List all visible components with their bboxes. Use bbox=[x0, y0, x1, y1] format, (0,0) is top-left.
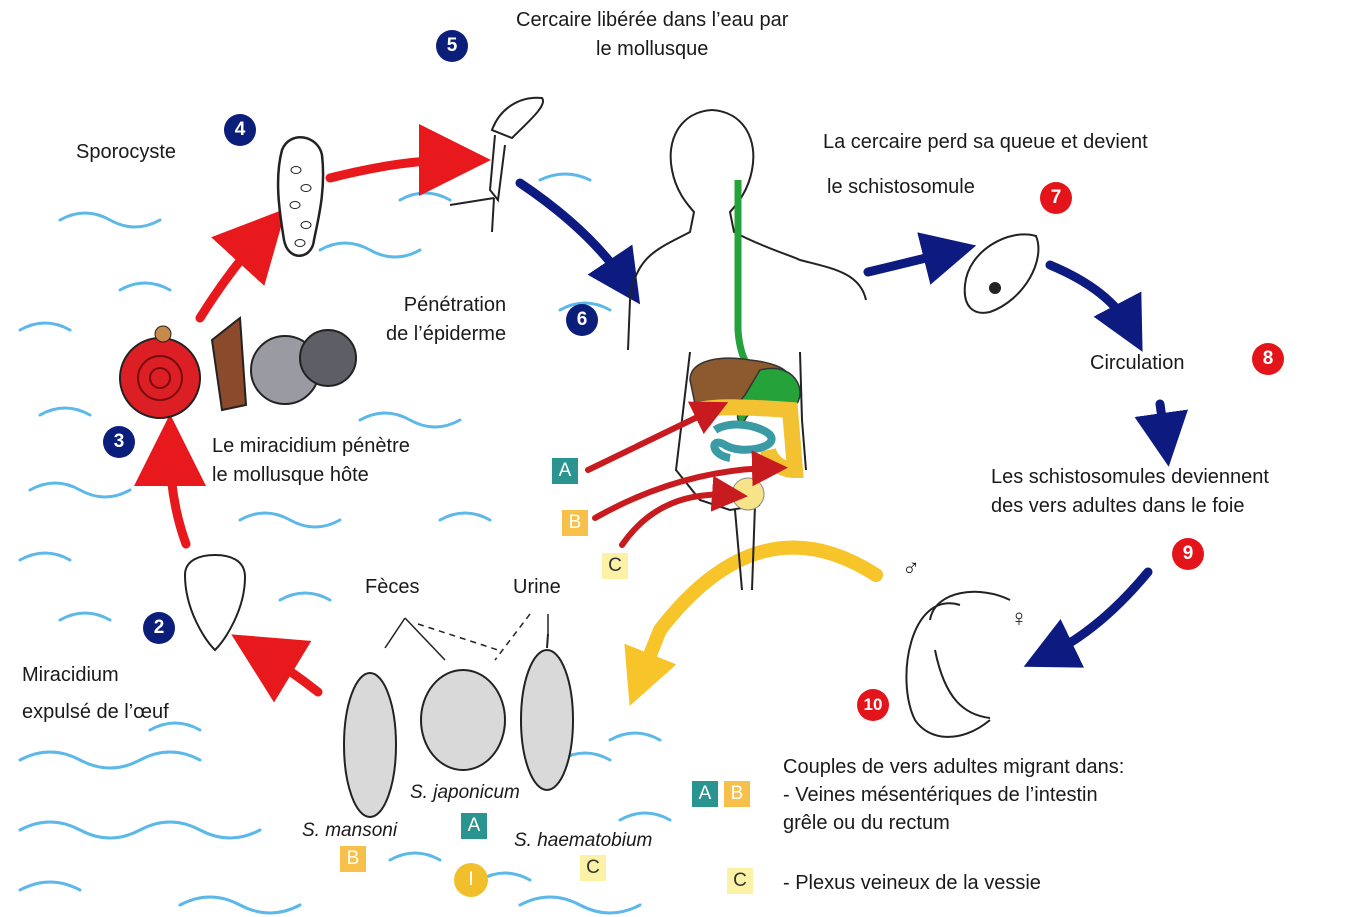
step-label-3: Le miracidium pénètre le mollusque hôte bbox=[212, 432, 410, 490]
female-symbol: ♀ bbox=[1010, 602, 1028, 637]
tag-b-organ: B bbox=[562, 510, 588, 536]
tag-c-organ: C bbox=[602, 553, 628, 579]
step-badge-9: 9 bbox=[1172, 538, 1204, 570]
species-label-japonicum: S. japonicum bbox=[410, 782, 520, 804]
tag-c-haematobium: C bbox=[580, 855, 606, 881]
step-badge-8: 8 bbox=[1252, 343, 1284, 375]
urine-label: Urine bbox=[513, 573, 561, 602]
tag-a-organ: A bbox=[552, 458, 578, 484]
male-symbol: ♂ bbox=[902, 552, 920, 587]
infective-stage-badge: I bbox=[454, 863, 488, 897]
step-badge-3: 3 bbox=[103, 426, 135, 458]
schistosomule-illustration bbox=[965, 234, 1039, 312]
yellow-arrow bbox=[640, 548, 876, 680]
tag-a-japonicum: A bbox=[461, 813, 487, 839]
snail-illustrations bbox=[120, 318, 356, 418]
step-badge-5: 5 bbox=[436, 30, 468, 62]
tag-a-legend: A bbox=[692, 781, 718, 807]
cercaria-illustration bbox=[450, 98, 543, 232]
tag-b-mansoni: B bbox=[340, 846, 366, 872]
tag-b-legend: B bbox=[724, 781, 750, 807]
step-badge-2: 2 bbox=[143, 612, 175, 644]
step-badge-10: 10 bbox=[857, 689, 889, 721]
step-label-5: Cercaire libérée dans l’eau par le mollu… bbox=[516, 6, 788, 64]
egg-pointer-lines bbox=[385, 614, 548, 660]
step-label-9: Les schistosomules deviennent des vers a… bbox=[991, 463, 1269, 521]
step-label-2: Miracidium expulsé de l’œuf bbox=[22, 661, 169, 727]
sporocyst-illustration bbox=[278, 137, 323, 255]
organ-arrows bbox=[588, 410, 770, 545]
miracidium-illustration bbox=[185, 555, 245, 650]
step-label-7: La cercaire perd sa queue et devient le … bbox=[823, 128, 1148, 202]
species-label-mansoni: S. mansoni bbox=[302, 820, 397, 842]
tag-c-legend: C bbox=[727, 868, 753, 894]
species-label-haematobium: S. haematobium bbox=[514, 830, 652, 852]
step-badge-4: 4 bbox=[224, 114, 256, 146]
step-label-8: Circulation bbox=[1090, 349, 1184, 378]
organs-illustration bbox=[690, 180, 800, 510]
feces-label: Fèces bbox=[365, 573, 419, 602]
water-waves bbox=[20, 174, 670, 913]
step-label-4: Sporocyste bbox=[76, 138, 176, 167]
adult-worms-illustration bbox=[906, 592, 1010, 737]
step-badge-6: 6 bbox=[566, 304, 598, 336]
blue-cycle-arrows bbox=[520, 183, 1165, 655]
step-label-10: Couples de vers adultes migrant dans: - … bbox=[783, 753, 1124, 837]
step-label-6: Pénétration de l’épiderme bbox=[386, 291, 506, 349]
plexus-label: - Plexus veineux de la vessie bbox=[783, 869, 1041, 898]
